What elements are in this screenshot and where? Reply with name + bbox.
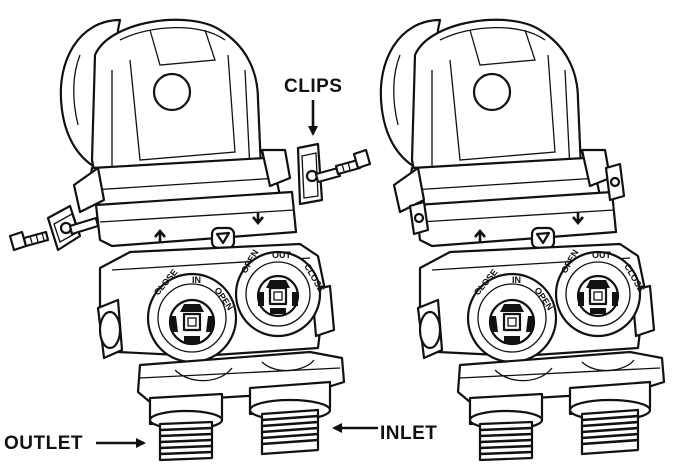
outlet-label: OUTLET — [4, 433, 83, 454]
left-knob-in-marking: IN — [192, 275, 201, 285]
right-clip-installed — [604, 162, 626, 202]
valve-assembled-view: CLOSE IN OPEN OPEN OUT CLOSE — [379, 18, 666, 462]
left-knob-in-marking-assembled: IN — [512, 275, 521, 285]
right-screw-exploded — [334, 148, 372, 176]
left-clip-installed — [408, 200, 430, 236]
right-clip-exploded — [296, 142, 342, 206]
valve-exploded-view: CLOSE IN OPEN OPEN OUT CLOSE — [8, 18, 378, 462]
right-knob-out-marking-assembled: OUT — [592, 250, 612, 260]
left-screw-exploded — [8, 230, 50, 252]
left-clip-exploded — [46, 204, 100, 252]
right-knob-out-marking: OUT — [272, 250, 292, 260]
inlet-label: INLET — [380, 423, 438, 444]
clips-label: CLIPS — [284, 76, 343, 97]
valve-assembly-right — [379, 18, 666, 462]
